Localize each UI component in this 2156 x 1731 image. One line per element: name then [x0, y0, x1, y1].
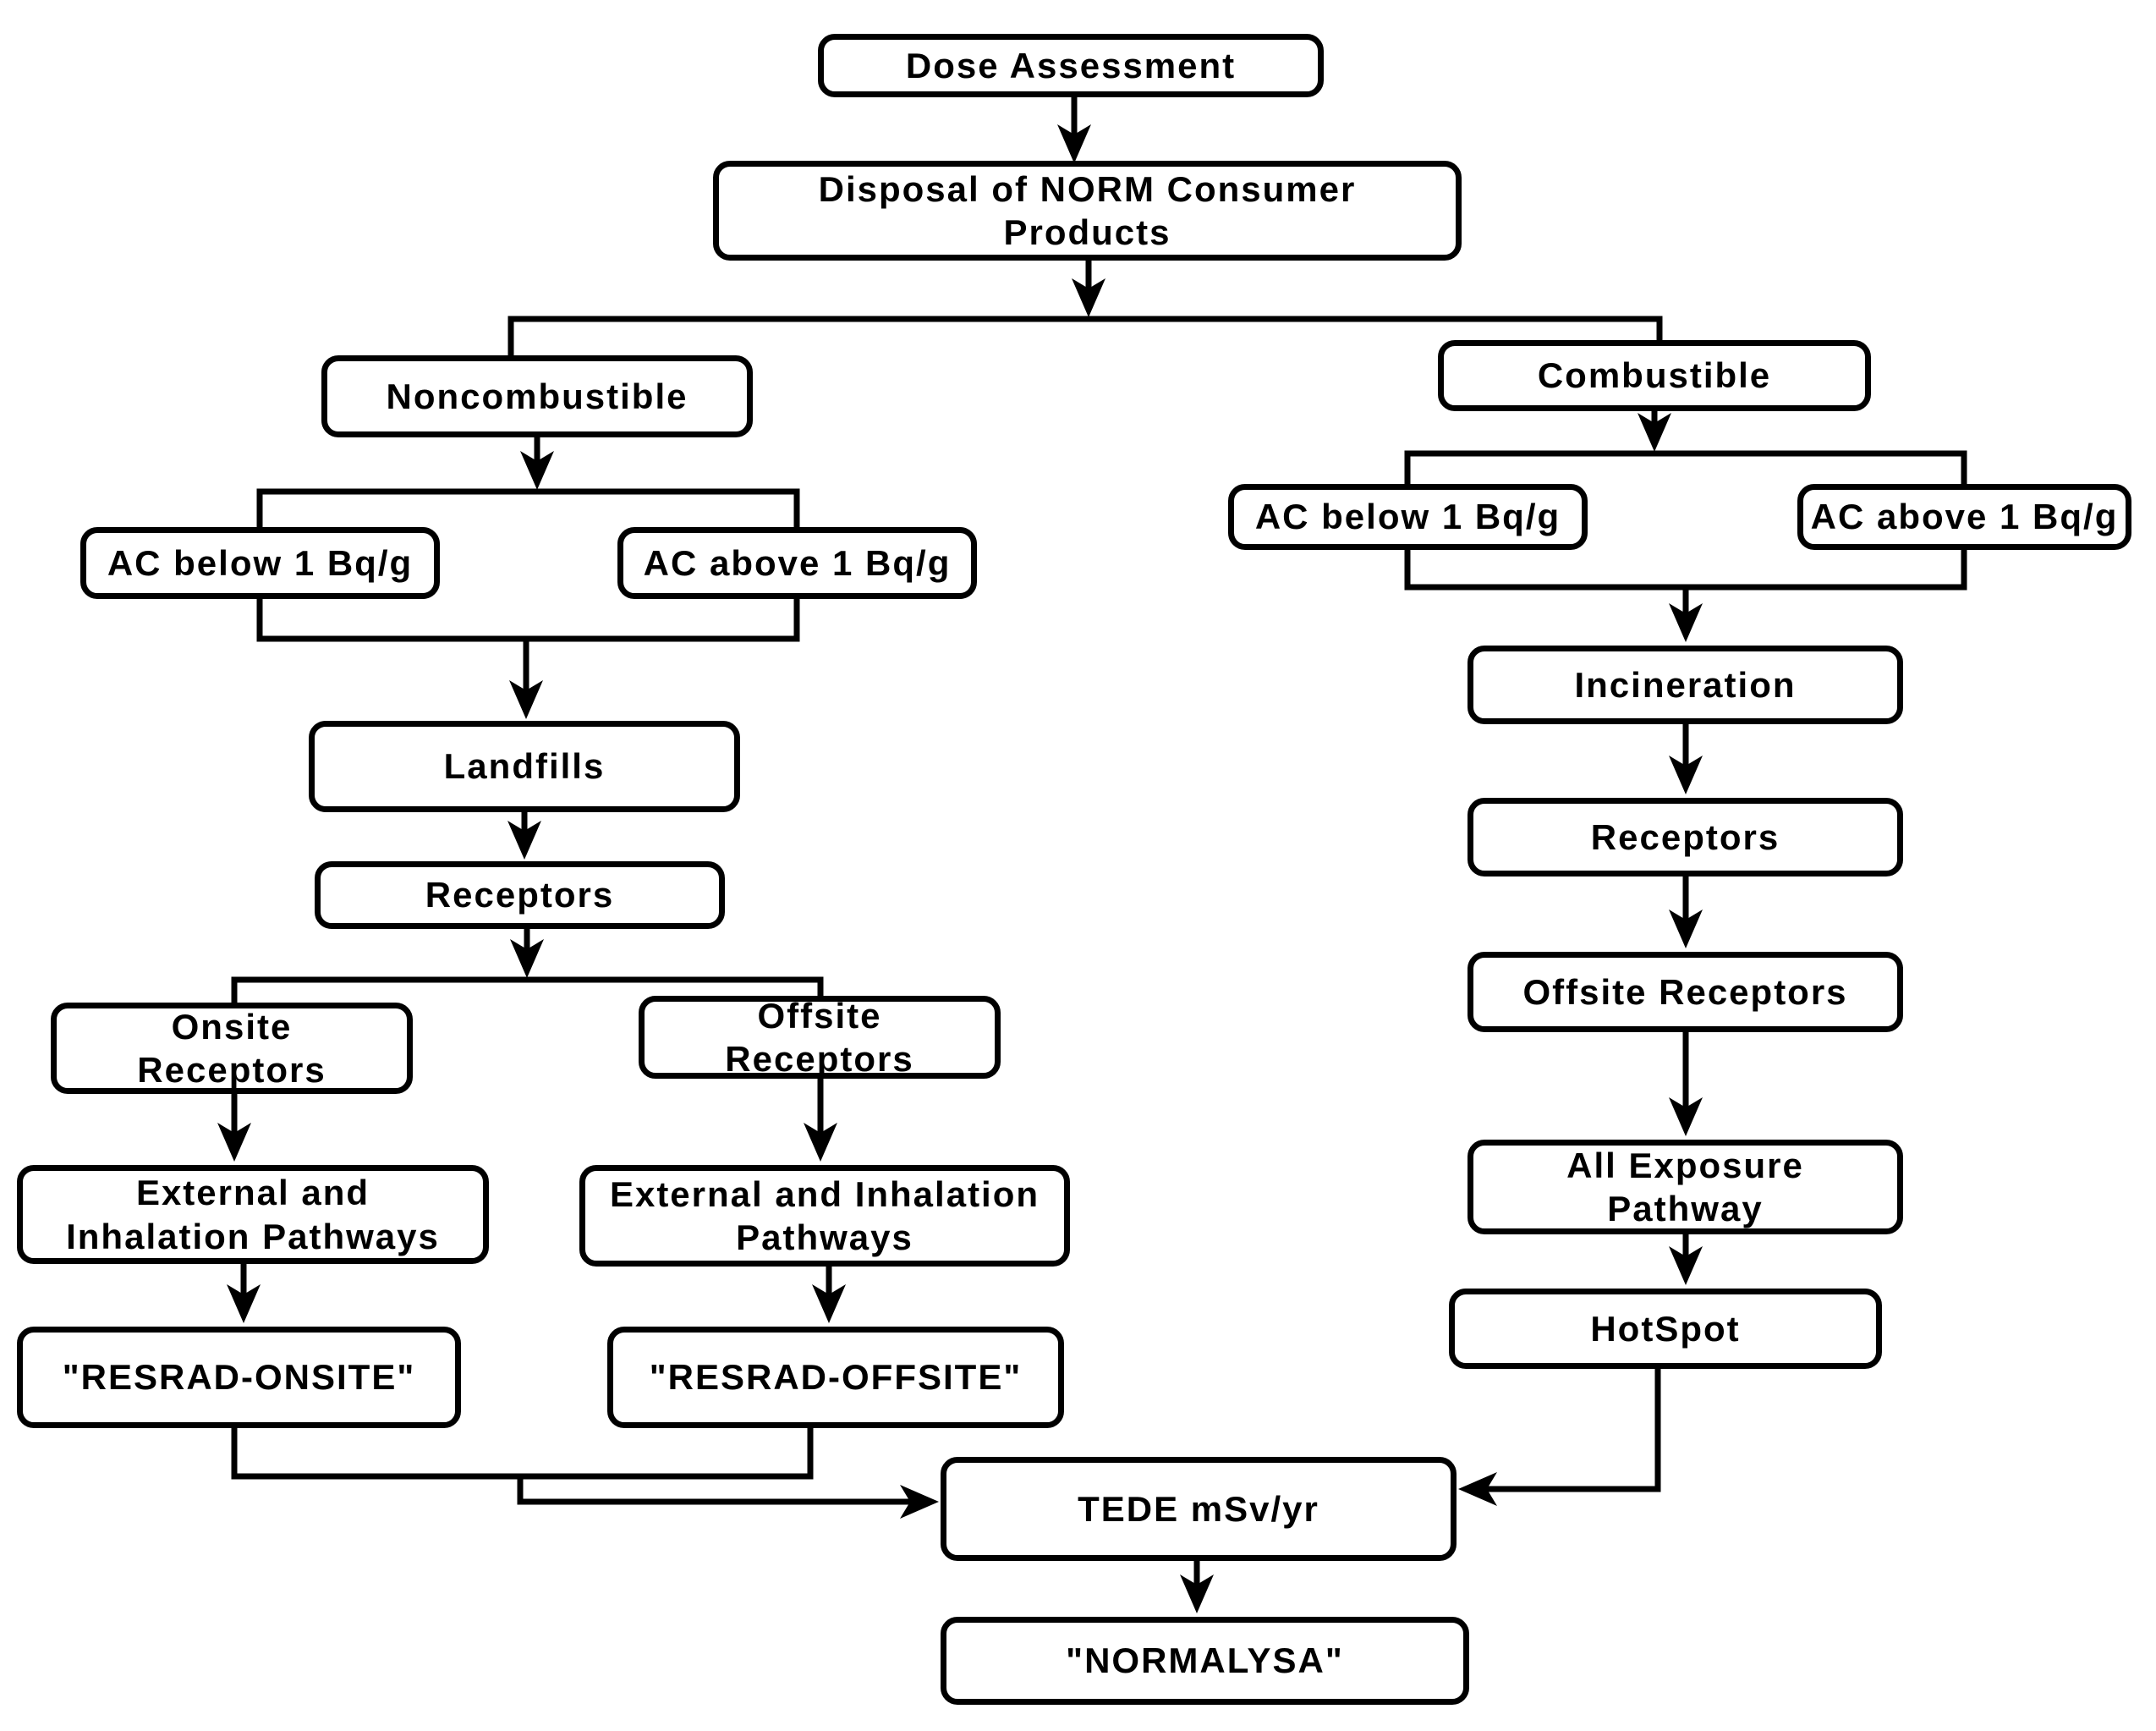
edge-combustible-split: [1404, 411, 1967, 484]
edge-offsite-to-pathways: [804, 1079, 837, 1162]
node-resrad-onsite: "RESRAD-ONSITE": [17, 1327, 461, 1428]
node-ac-below-1bqg-landfill: AC below 1 Bq/g: [80, 527, 440, 599]
node-label: Disposal of NORM Consumer Products: [818, 168, 1357, 252]
node-ac-above-1bqg-incineration: AC above 1 Bq/g: [1797, 484, 2131, 550]
node-label: AC below 1 Bq/g: [107, 542, 414, 583]
node-combustible: Combustible: [1438, 340, 1871, 411]
node-label: Combustible: [1537, 355, 1772, 396]
node-landfills: Landfills: [309, 721, 740, 812]
node-label: HotSpot: [1590, 1308, 1741, 1349]
node-disposal-norm-consumer-products: Disposal of NORM Consumer Products: [713, 161, 1462, 261]
node-label: Noncombustible: [386, 376, 688, 416]
edge-receptors-to-offsite: [1669, 876, 1703, 948]
node-label: Landfills: [443, 746, 606, 787]
node-offsite-receptors-incineration: Offsite Receptors: [1468, 952, 1903, 1032]
node-label: Onsite Receptors: [137, 1006, 326, 1090]
node-label: External and Inhalation Pathways: [66, 1173, 440, 1256]
node-label: TEDE mSv/yr: [1078, 1488, 1319, 1529]
edge-hotspot-to-tede: [1458, 1369, 1661, 1506]
node-label: AC above 1 Bq/g: [1810, 497, 2119, 537]
node-ac-above-1bqg-landfill: AC above 1 Bq/g: [617, 527, 977, 599]
edge-receptors-split: [231, 929, 824, 1003]
edge-offsite-to-all-exposure: [1669, 1032, 1703, 1136]
edge-resrad-merge-to-tede: [231, 1428, 939, 1519]
node-label: "RESRAD-OFFSITE": [649, 1357, 1023, 1398]
node-normalysa: "NORMALYSA": [941, 1617, 1469, 1705]
node-label: AC below 1 Bq/g: [1254, 497, 1561, 537]
edge-landfills-to-receptors: [507, 812, 541, 860]
edge-all-exposure-to-hotspot: [1669, 1234, 1703, 1285]
edge-dose-to-disposal: [1057, 97, 1091, 163]
node-all-exposure-pathway: All Exposure Pathway: [1468, 1140, 1903, 1234]
node-label: AC above 1 Bq/g: [643, 542, 952, 583]
node-label: Dose Assessment: [905, 45, 1237, 85]
node-label: "NORMALYSA": [1066, 1640, 1344, 1681]
node-label: "RESRAD-ONSITE": [62, 1357, 416, 1398]
edge-ac-merge-to-incineration: [1404, 550, 1967, 642]
node-onsite-receptors: Onsite Receptors: [51, 1003, 413, 1094]
node-external-inhalation-pathways-onsite: External and Inhalation Pathways: [17, 1165, 489, 1264]
node-hotspot: HotSpot: [1449, 1289, 1882, 1369]
node-label: Receptors: [425, 875, 615, 915]
node-offsite-receptors-landfill: Offsite Receptors: [639, 996, 1001, 1079]
node-label: Receptors: [1590, 816, 1780, 857]
node-label: Offsite Receptors: [725, 995, 914, 1079]
node-incineration: Incineration: [1468, 646, 1903, 724]
node-label: Offsite Receptors: [1522, 971, 1848, 1012]
node-external-inhalation-pathways-offsite: External and Inhalation Pathways: [579, 1165, 1070, 1267]
node-label: Incineration: [1574, 664, 1797, 705]
node-dose-assessment: Dose Assessment: [818, 34, 1324, 97]
edge-tede-to-normalysa: [1180, 1561, 1214, 1613]
edge-pathways-to-resrad-onsite: [227, 1264, 261, 1323]
node-label: All Exposure Pathway: [1566, 1145, 1804, 1228]
edge-onsite-to-pathways: [217, 1094, 251, 1162]
node-label: External and Inhalation Pathways: [609, 1173, 1040, 1257]
node-tede-msv-yr: TEDE mSv/yr: [941, 1457, 1457, 1561]
node-ac-below-1bqg-incineration: AC below 1 Bq/g: [1228, 484, 1588, 550]
edge-noncombustible-split: [256, 437, 800, 527]
edge-incineration-to-receptors: [1669, 724, 1703, 794]
edge-disposal-split: [507, 261, 1663, 355]
node-receptors-landfill: Receptors: [315, 861, 725, 929]
edge-ac-merge-to-landfills: [256, 599, 800, 719]
node-resrad-offsite: "RESRAD-OFFSITE": [607, 1327, 1064, 1428]
node-receptors-incineration: Receptors: [1468, 798, 1903, 876]
node-noncombustible: Noncombustible: [321, 355, 753, 437]
edge-pathways-to-resrad-offsite: [812, 1267, 846, 1323]
